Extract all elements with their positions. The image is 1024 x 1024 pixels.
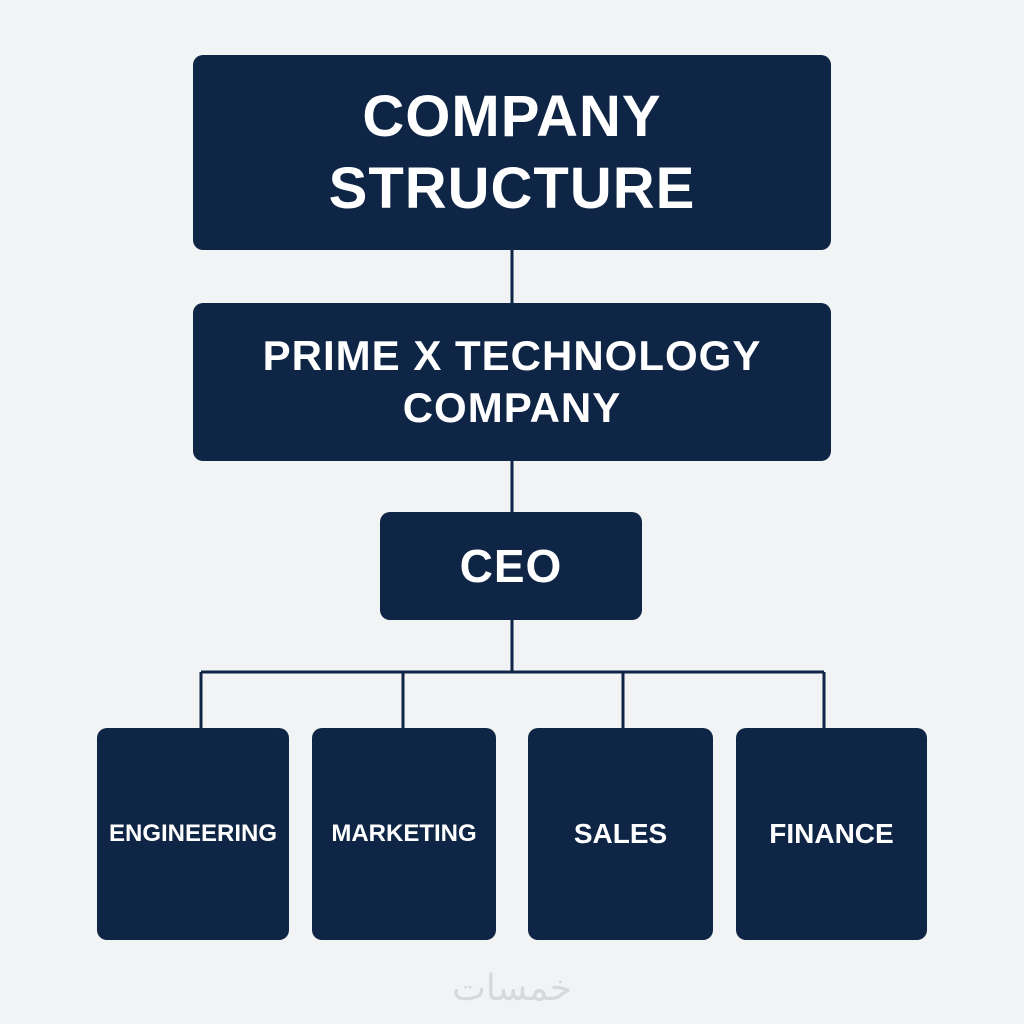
company-line-1: PRIME X TECHNOLOGY	[262, 332, 762, 379]
department-box-marketing: MARKETING	[312, 728, 496, 940]
watermark: خمسات	[451, 968, 573, 1009]
department-label: SALES	[573, 818, 668, 849]
department-label: FINANCE	[769, 818, 894, 849]
department-label: ENGINEERING	[108, 820, 278, 847]
title-line-2: STRUCTURE	[328, 155, 696, 221]
ceo-box: CEO	[380, 512, 642, 620]
ceo-label: CEO	[459, 540, 563, 592]
company-box: PRIME X TECHNOLOGY COMPANY	[193, 303, 831, 461]
department-box-sales: SALES	[528, 728, 713, 940]
title-box: COMPANY STRUCTURE	[193, 55, 831, 250]
department-box-engineering: ENGINEERING	[97, 728, 289, 940]
company-line-2: COMPANY	[402, 384, 622, 431]
department-box-finance: FINANCE	[736, 728, 927, 940]
title-line-1: COMPANY	[362, 83, 662, 149]
department-label: MARKETING	[331, 820, 477, 847]
